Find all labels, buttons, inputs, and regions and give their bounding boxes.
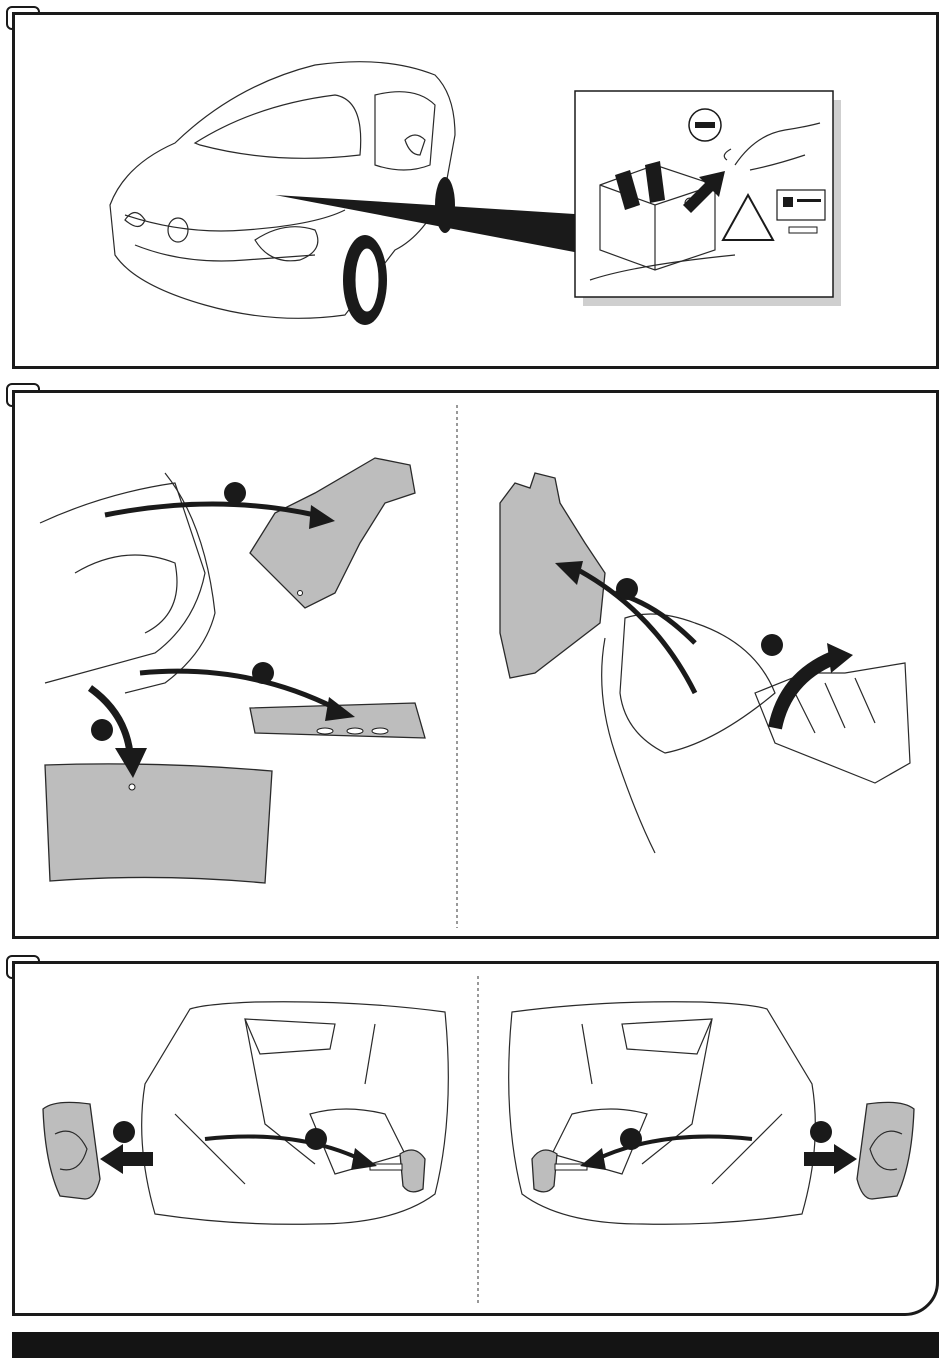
- bullet-marker: [620, 1128, 642, 1150]
- trunk-floor-panel: [45, 764, 272, 883]
- lamp-fastener: [532, 1150, 557, 1192]
- callout-pointer: [275, 195, 590, 255]
- car-battery-illustration: [15, 15, 942, 372]
- bullet-marker: [224, 482, 246, 504]
- trunk-trim-removal-illustration: [15, 393, 942, 942]
- battery-detail-box: [575, 91, 841, 306]
- right-tail-lamp: [857, 1102, 914, 1199]
- bullet-marker: [252, 662, 274, 684]
- step-1-panel: [12, 12, 939, 369]
- car-front-illustration: [110, 62, 455, 325]
- tail-lamp-removal-illustration: [15, 964, 942, 1319]
- footer-bar: [12, 1332, 939, 1358]
- lamp-fastener: [400, 1150, 425, 1192]
- bullet-marker: [616, 578, 638, 600]
- bullet-marker: [113, 1121, 135, 1143]
- bullet-marker: [761, 634, 783, 656]
- bullet-marker: [305, 1128, 327, 1150]
- side-trim-part: [250, 458, 415, 608]
- bullet-marker: [91, 719, 113, 741]
- step-3-panel: [12, 961, 939, 1316]
- bullet-marker: [810, 1121, 832, 1143]
- step-2-panel: [12, 390, 939, 939]
- left-tail-lamp: [43, 1102, 100, 1199]
